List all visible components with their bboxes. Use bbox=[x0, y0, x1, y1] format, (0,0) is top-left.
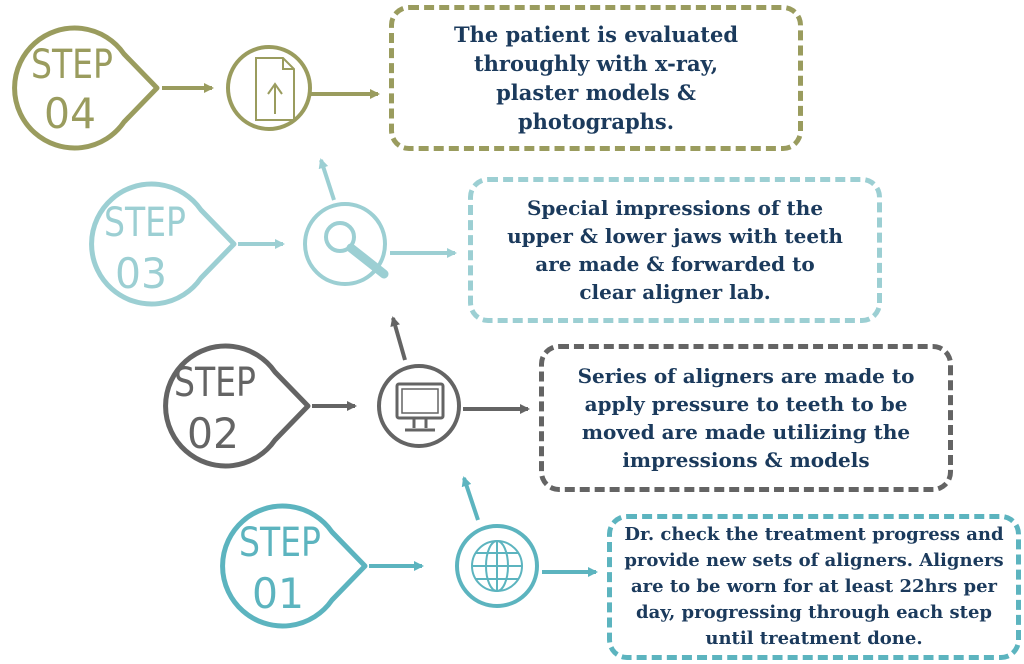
step-04-description: The patient is evaluated throughly with … bbox=[453, 22, 739, 134]
monitor-icon bbox=[395, 382, 445, 432]
step-03-number: 03 bbox=[115, 249, 167, 298]
step-03-description: Special impressions of the upper & lower… bbox=[507, 196, 843, 304]
step-02-description: Series of aligners are made to apply pre… bbox=[577, 364, 915, 472]
step-01-arrow-up bbox=[461, 476, 480, 521]
step-01-number: 01 bbox=[252, 569, 304, 618]
step-03-bubble bbox=[89, 181, 237, 307]
step-01-icon-circle bbox=[455, 524, 539, 608]
step-03-arrow-up bbox=[318, 158, 336, 201]
step-04-description-box: The patient is evaluated throughly with … bbox=[389, 5, 803, 151]
step-01-description: Dr. check the treatment progress and pro… bbox=[624, 524, 1004, 649]
step-02-bubble bbox=[163, 343, 311, 469]
step-02-description-box: Series of aligners are made to apply pre… bbox=[539, 344, 953, 492]
step-04-label: STEP bbox=[31, 42, 113, 88]
step-02-arrow-up bbox=[390, 316, 407, 361]
step-04-icon-circle bbox=[226, 45, 312, 131]
step-03-label: STEP bbox=[104, 200, 186, 246]
step-01-label: STEP bbox=[239, 520, 321, 566]
step-03-icon-circle bbox=[303, 202, 387, 286]
step-04-number: 04 bbox=[44, 89, 96, 138]
step-04-group: STEP 04 bbox=[12, 25, 380, 151]
document-upload-icon bbox=[255, 57, 295, 121]
step-01-group: STEP 01 bbox=[220, 476, 598, 629]
step-02-group: STEP 02 bbox=[163, 316, 530, 469]
step-02-icon-circle bbox=[377, 364, 461, 448]
step-02-label: STEP bbox=[174, 360, 256, 406]
step-03-group: STEP 03 bbox=[89, 158, 457, 307]
step-03-description-box: Special impressions of the upper & lower… bbox=[468, 177, 882, 323]
step-02-number: 02 bbox=[187, 409, 239, 458]
magnifier-icon bbox=[324, 221, 389, 279]
step-04-bubble bbox=[12, 25, 160, 151]
globe-icon bbox=[471, 540, 523, 592]
step-01-bubble bbox=[220, 503, 368, 629]
step-01-description-box: Dr. check the treatment progress and pro… bbox=[607, 514, 1021, 660]
